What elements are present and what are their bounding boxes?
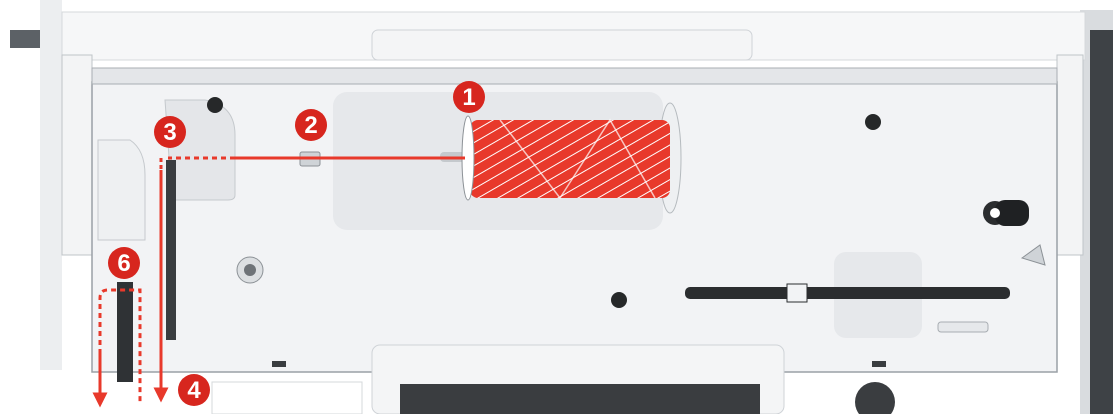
bottom-left-strip xyxy=(212,382,362,414)
take-up-slot xyxy=(166,160,176,340)
step-label-1: 1 xyxy=(462,84,475,111)
tension-knob-center xyxy=(244,264,256,276)
winder-pin xyxy=(990,208,1000,218)
screw-right xyxy=(865,114,881,130)
stylus-clip xyxy=(787,284,807,302)
thread-guide-block xyxy=(98,140,145,240)
panel-rim xyxy=(92,68,1057,84)
step-label-2: 2 xyxy=(304,112,317,139)
left-frame-edge xyxy=(40,0,62,370)
panel-notch-right xyxy=(872,361,886,367)
thread-spool xyxy=(470,120,670,198)
bottom-screen xyxy=(400,384,760,414)
step-badge-3: 3 xyxy=(154,116,186,148)
screw-bottom xyxy=(611,292,627,308)
top-cover-handle xyxy=(372,30,752,60)
step-badge-1: 1 xyxy=(453,81,485,113)
right-frame-dark xyxy=(1090,30,1113,414)
needle-slot xyxy=(117,282,133,382)
step-label-6: 6 xyxy=(117,250,130,277)
panel-indicator xyxy=(938,322,988,332)
step-label-4: 4 xyxy=(187,377,201,404)
bobbin-winder xyxy=(995,200,1029,226)
step-label-3: 3 xyxy=(163,119,176,146)
screw-top-left xyxy=(207,97,223,113)
step-badge-6: 6 xyxy=(108,247,140,279)
panel-notch-left xyxy=(272,361,286,367)
step-badge-2: 2 xyxy=(295,109,327,141)
stylus-holder xyxy=(685,287,1010,299)
left-post xyxy=(62,55,92,255)
right-post xyxy=(1057,55,1083,255)
step-badge-4: 4 xyxy=(178,374,210,406)
